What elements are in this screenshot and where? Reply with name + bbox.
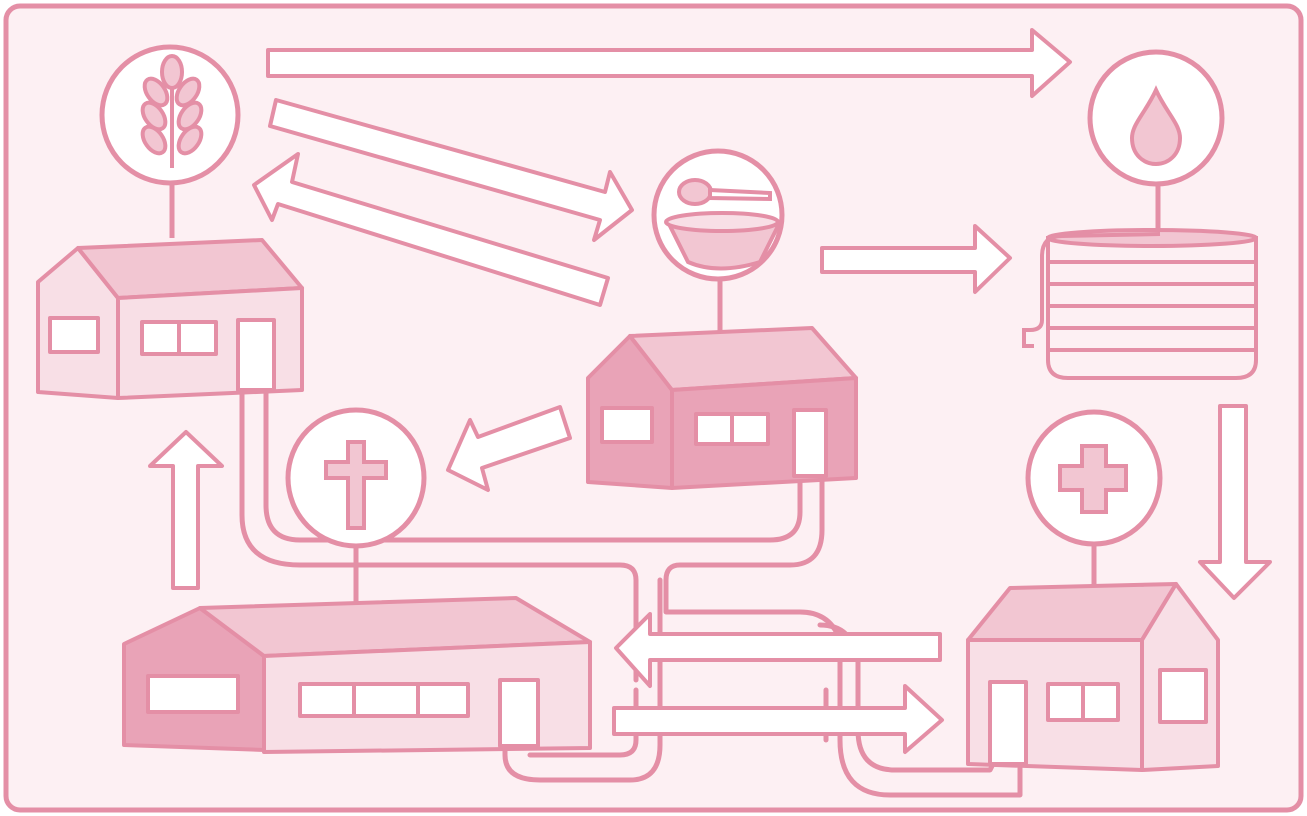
farm-building — [38, 240, 302, 398]
kitchen-building — [588, 328, 856, 488]
hall-door — [500, 680, 538, 746]
farm-window — [50, 318, 98, 352]
clinic-door — [990, 682, 1026, 764]
kitchen-window — [602, 408, 652, 442]
bowl-spoon-icon — [666, 180, 780, 269]
clinic-building — [968, 584, 1218, 770]
water-tank-building — [1024, 230, 1256, 378]
hall-window — [300, 684, 468, 716]
community-hall-building — [124, 598, 590, 752]
clinic-window — [1160, 670, 1206, 722]
kitchen-door — [794, 410, 826, 476]
hall-window — [148, 676, 238, 712]
farm-door — [238, 320, 274, 390]
